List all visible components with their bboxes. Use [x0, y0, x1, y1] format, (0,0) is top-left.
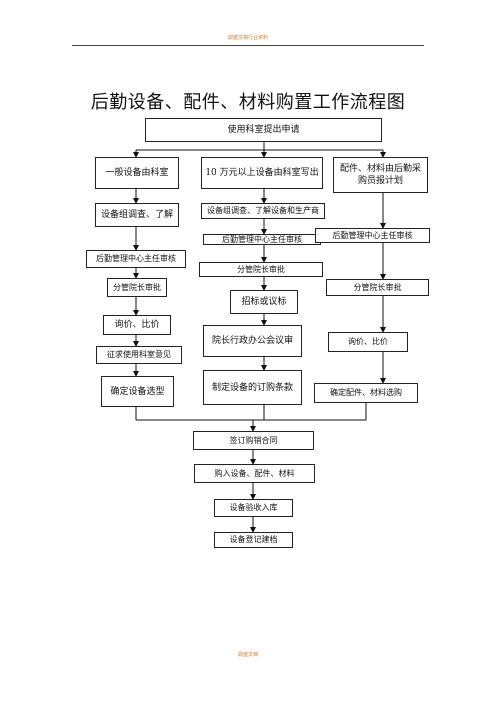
step-parts-selection: 确定配件、材料选购	[314, 383, 418, 403]
step-bidding: 招标或议标	[230, 290, 298, 314]
step-logistics-director-review: 后勤管理中心主任审核	[86, 250, 186, 268]
step-department-opinion: 征求使用科室意见	[96, 346, 182, 364]
page-title: 后勤设备、配件、材料购置工作流程图	[90, 92, 406, 113]
step-president-meeting: 院长行政办公会议审	[203, 325, 302, 357]
header-watermark: 鼎盛文档行业资料	[227, 35, 268, 41]
step-registration-archive: 设备登记建档	[214, 532, 293, 548]
step-parts-materials-plan: 配件、材料由后勤采购员报计划	[333, 157, 428, 193]
step-price-inquiry-right: 询价、比价	[328, 332, 408, 352]
step-vice-president-approval-mid: 分管院长审批	[199, 262, 323, 277]
step-logistics-director-review-right: 后勤管理中心主任审核	[315, 228, 430, 243]
step-large-equipment: 10 万元以上设备由科室写出	[201, 157, 323, 189]
step-acceptance-storage: 设备验收入库	[214, 499, 293, 517]
step-purchase: 购入设备、配件、材料	[194, 464, 315, 483]
step-vice-president-approval-right: 分管院长审批	[326, 279, 429, 296]
step-sign-contract: 签订购销合同	[193, 431, 314, 450]
step-general-equipment: 一般设备由科室	[95, 157, 179, 189]
step-equipment-survey: 设备组调查、了解	[95, 203, 179, 227]
step-survey-manufacturer: 设备组调查、了解设备和生产商	[201, 203, 325, 219]
step-model-selection: 确定设备选型	[101, 376, 174, 407]
header-divider	[72, 45, 424, 46]
footer-watermark: 鼎盛文档	[237, 652, 258, 658]
step-logistics-director-review-mid: 后勤管理中心主任审核	[203, 234, 321, 245]
step-order-terms: 制定设备的订购条款	[203, 370, 302, 405]
step-vice-president-approval: 分管院长审批	[107, 278, 167, 297]
step-price-inquiry: 询价、比价	[103, 315, 171, 335]
step-start-request: 使用科室提出申请	[145, 118, 382, 142]
